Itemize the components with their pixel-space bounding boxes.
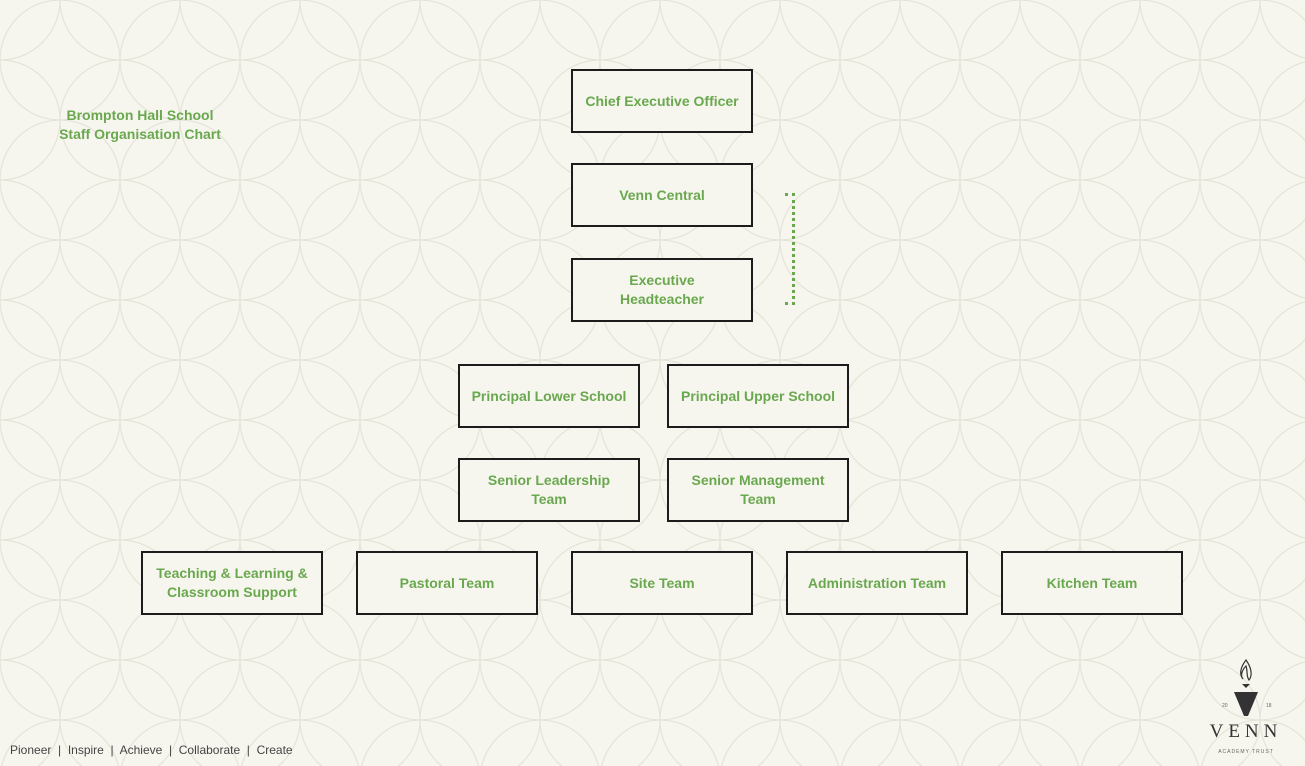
box-label: Executive Headteacher	[619, 272, 705, 307]
logo-subtitle: ACADEMY TRUST	[1218, 749, 1274, 755]
box-chief-executive-officer: Chief Executive Officer	[571, 69, 753, 133]
chart-title-school: Brompton Hall School	[66, 107, 214, 123]
box-pastoral-team: Pastoral Team	[356, 551, 538, 615]
box-venn-central: Venn Central	[571, 163, 753, 227]
box-administration-team: Administration Team	[786, 551, 968, 615]
box-site-team: Site Team	[571, 551, 753, 615]
venn-logo-torch-icon	[1234, 658, 1258, 716]
box-label: Kitchen Team	[1046, 574, 1138, 591]
box-senior-leadership-team: Senior Leadership Team	[458, 458, 640, 522]
chart-title: Brompton Hall School Staff Organisation …	[40, 106, 240, 144]
box-label: Site Team	[629, 574, 695, 591]
box-principal-lower-school: Principal Lower School	[458, 364, 640, 428]
box-label: Principal Upper School	[680, 387, 836, 404]
box-label: Venn Central	[619, 186, 705, 203]
box-label: Principal Lower School	[471, 387, 627, 404]
box-principal-upper-school: Principal Upper School	[667, 364, 849, 428]
box-label: Chief Executive Officer	[585, 92, 739, 109]
box-label: Teaching & Learning & Classroom Support	[156, 565, 308, 600]
box-label: Senior Management Team	[691, 472, 825, 507]
box-executive-headteacher: Executive Headteacher	[571, 258, 753, 322]
box-teaching-learning: Teaching & Learning & Classroom Support	[141, 551, 323, 615]
logo-wordmark: VENN	[1209, 721, 1283, 742]
box-senior-management-team: Senior Management Team	[667, 458, 849, 522]
chart-title-subtitle: Staff Organisation Chart	[59, 126, 221, 142]
logo-year-right: 18	[1266, 703, 1272, 709]
box-kitchen-team: Kitchen Team	[1001, 551, 1183, 615]
dotted-connector	[785, 193, 795, 305]
footer-values: Pioneer | Inspire | Achieve | Collaborat…	[10, 743, 293, 757]
box-label: Administration Team	[807, 574, 947, 591]
logo-year-left: 20	[1222, 703, 1228, 709]
box-label: Pastoral Team	[399, 574, 495, 591]
box-label: Senior Leadership Team	[487, 472, 611, 507]
